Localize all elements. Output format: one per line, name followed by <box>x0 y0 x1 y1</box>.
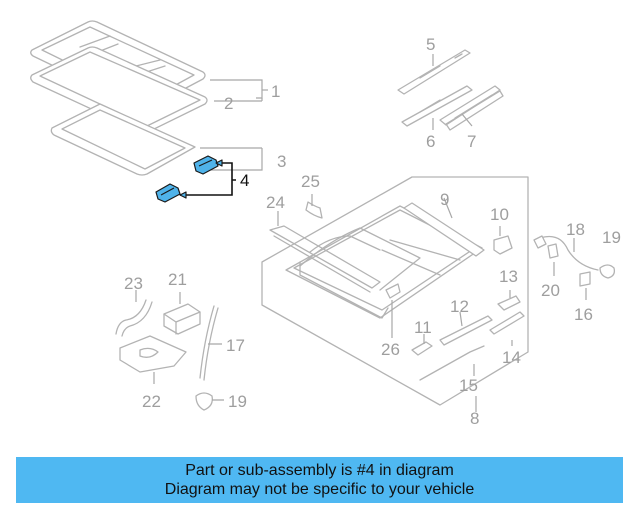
rail-part-15[interactable] <box>419 345 485 381</box>
clip-part-20[interactable] <box>547 243 559 259</box>
callout-25[interactable]: 25 <box>301 172 320 191</box>
callout-leaders-5-7 <box>432 54 473 130</box>
callout-7[interactable]: 7 <box>467 132 476 151</box>
info-banner: Part or sub-assembly is #4 in diagram Di… <box>16 457 623 503</box>
drain-hose-part-17[interactable] <box>199 305 219 381</box>
callout-leaders-16-20 <box>553 238 587 300</box>
drive-cable-part-18[interactable] <box>533 235 599 271</box>
callout-24[interactable]: 24 <box>266 193 285 212</box>
cable-end-part-19-right[interactable] <box>599 264 616 279</box>
rail-part-7[interactable] <box>439 85 504 131</box>
callout-13[interactable]: 13 <box>499 267 518 286</box>
callout-1[interactable]: 1 <box>271 82 280 101</box>
callout-2[interactable]: 2 <box>224 94 233 113</box>
callout-18[interactable]: 18 <box>566 220 585 239</box>
callout-21[interactable]: 21 <box>168 270 187 289</box>
grommet-part-19-left[interactable] <box>195 392 213 411</box>
callout-23[interactable]: 23 <box>124 274 143 293</box>
callout-15[interactable]: 15 <box>459 376 478 395</box>
deflector-part-9[interactable] <box>403 202 485 257</box>
callout-26[interactable]: 26 <box>381 340 400 359</box>
clip-part-16[interactable] <box>579 271 591 287</box>
banner-line-disclaimer: Diagram may not be specific to your vehi… <box>164 481 475 498</box>
bracket-part-22[interactable] <box>119 335 187 373</box>
callout-11[interactable]: 11 <box>414 318 432 337</box>
guide-part-11[interactable] <box>411 341 433 356</box>
callout-8[interactable]: 8 <box>470 409 479 428</box>
callout-9[interactable]: 9 <box>440 190 449 209</box>
callout-6[interactable]: 6 <box>426 132 435 151</box>
callout-5[interactable]: 5 <box>426 35 435 54</box>
callout-10[interactable]: 10 <box>490 205 509 224</box>
callout-3[interactable]: 3 <box>277 152 286 171</box>
callout-20[interactable]: 20 <box>541 281 560 300</box>
bracket-part-26[interactable] <box>385 283 401 299</box>
callout-22[interactable]: 22 <box>142 392 161 411</box>
callout-14[interactable]: 14 <box>502 348 521 367</box>
highlighted-guide-upper[interactable] <box>193 155 219 175</box>
rail-part-6[interactable] <box>401 85 473 127</box>
rail-part-14[interactable] <box>489 311 525 335</box>
highlighted-guide-lower[interactable] <box>155 183 181 203</box>
callout-12[interactable]: 12 <box>450 297 469 316</box>
glass-frame[interactable] <box>50 103 196 176</box>
callout-17[interactable]: 17 <box>226 336 245 355</box>
callout-19-right[interactable]: 19 <box>602 228 621 247</box>
callout-leaders-9-26 <box>277 194 501 338</box>
callout-leaders-1-3 <box>200 79 268 171</box>
parts-diagram: 1 2 3 4 5 6 7 <box>30 20 621 428</box>
callout-4[interactable]: 4 <box>240 171 249 190</box>
banner-line-part-number: Part or sub-assembly is #4 in diagram <box>185 462 454 479</box>
block-part-10[interactable] <box>493 235 513 255</box>
callout-19-left[interactable]: 19 <box>228 392 247 411</box>
guide-part-12[interactable] <box>439 315 493 346</box>
callout-leader-4 <box>179 159 236 199</box>
callout-leaders-11-15 <box>423 290 513 412</box>
rail-part-5[interactable] <box>397 49 471 95</box>
bracket-part-13[interactable] <box>497 295 521 311</box>
callout-leaders-17-23 <box>135 290 224 401</box>
curved-part-25[interactable] <box>305 201 323 219</box>
rail-part-24[interactable] <box>269 225 381 293</box>
motor-part-21[interactable] <box>163 303 201 335</box>
callout-16[interactable]: 16 <box>574 305 593 324</box>
pipe-part-23[interactable] <box>115 299 153 337</box>
